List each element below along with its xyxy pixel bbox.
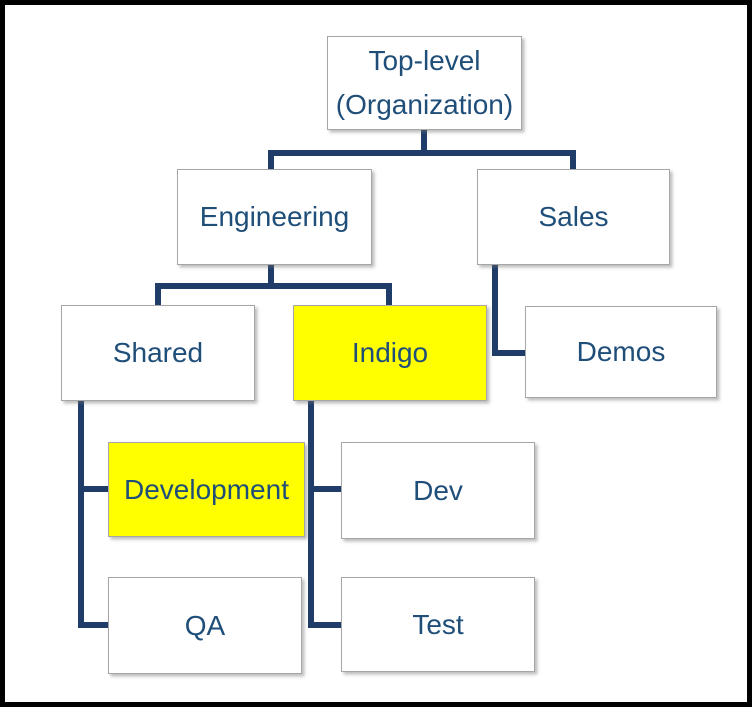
connector-level2-bus [155, 283, 392, 289]
node-shared: Shared [61, 305, 255, 401]
node-label: Demos [576, 336, 666, 367]
connector-sales-drop [570, 150, 576, 169]
node-test: Test [341, 577, 535, 672]
node-indigo-highlighted: Indigo [293, 305, 487, 401]
node-label: Test [412, 608, 464, 640]
connector-engineering-drop [268, 150, 274, 169]
connector-engineering-stem [268, 265, 274, 289]
connector-qa-branch [78, 622, 108, 628]
node-label: (Organization) [335, 89, 514, 120]
connector-sales-trunk [492, 265, 498, 356]
node-label: QA [184, 609, 226, 641]
node-label: Dev [413, 474, 463, 506]
node-label: Indigo [351, 337, 429, 368]
node-dev: Dev [341, 442, 535, 539]
node-qa: QA [108, 577, 302, 674]
connector-level1-bus [268, 150, 576, 156]
node-engineering: Engineering [177, 169, 372, 265]
connector-test-branch [308, 622, 341, 628]
connector-dev-branch [308, 486, 341, 492]
connector-indigo-trunk [308, 401, 314, 628]
connector-indigo-drop [386, 283, 392, 305]
connector-top-stem [421, 130, 427, 156]
node-label: Top-level [368, 45, 481, 76]
connector-demos-branch [492, 350, 525, 356]
connector-shared-trunk [78, 401, 84, 628]
node-top-level-organization: Top-level (Organization) [327, 36, 522, 130]
node-label: Development [124, 473, 289, 505]
node-sales: Sales [477, 169, 670, 265]
connector-shared-drop [155, 283, 161, 305]
connector-development-branch [78, 486, 108, 492]
node-label: Shared [112, 337, 204, 368]
node-demos: Demos [525, 306, 717, 398]
node-label: Sales [538, 201, 609, 232]
node-development-highlighted: Development [108, 442, 305, 537]
node-label: Engineering [199, 201, 350, 232]
